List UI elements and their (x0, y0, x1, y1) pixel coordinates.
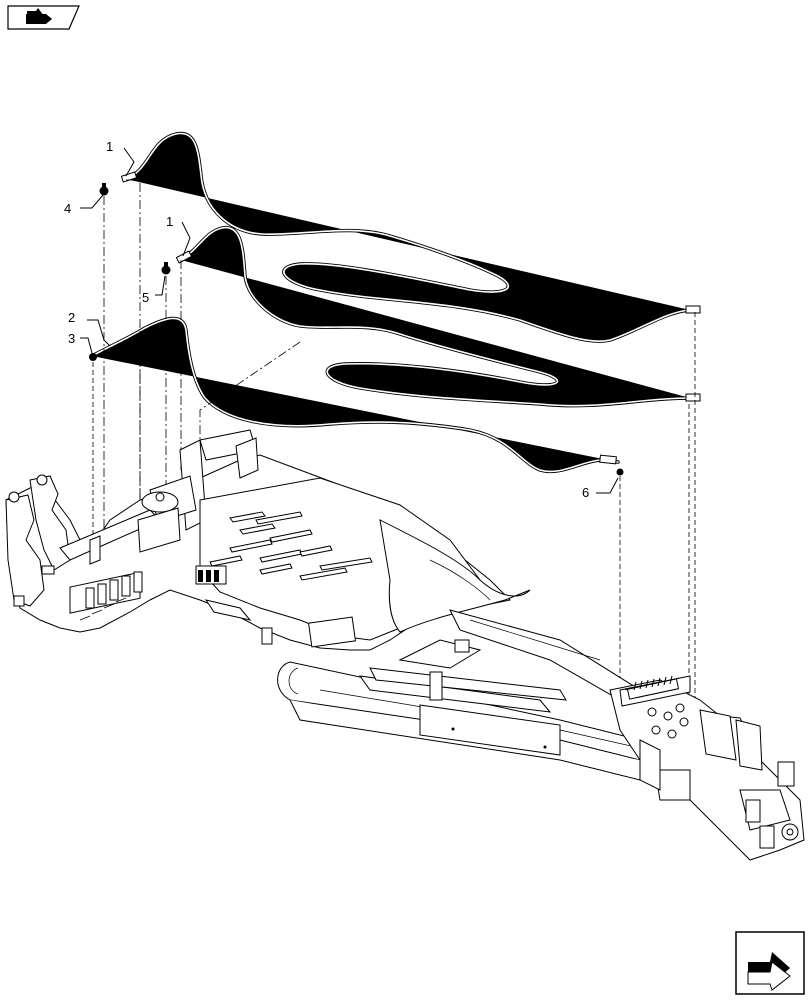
leader-lines (80, 147, 619, 494)
callout-5: 5 (142, 290, 149, 305)
fitting-item-5 (161, 262, 171, 275)
callout-4: 4 (64, 201, 71, 216)
callout-6: 6 (582, 485, 589, 500)
hose-lower (90, 316, 620, 474)
callout-2: 2 (68, 310, 75, 325)
hose-fitting-ends (120, 171, 701, 465)
fitting-item-3 (89, 353, 97, 361)
deck-slots (209, 511, 373, 581)
callout-1b: 1 (166, 214, 173, 229)
callout-3: 3 (68, 331, 75, 346)
connector-block (624, 675, 681, 700)
fitting-item-6 (616, 468, 624, 476)
callout-1a: 1 (106, 139, 113, 154)
hose-middle (179, 225, 692, 408)
machine-frame (5, 429, 805, 861)
next-page-arrow-icon[interactable] (735, 931, 805, 995)
book-page-icon[interactable] (7, 5, 80, 30)
fitting-item-4 (99, 183, 109, 196)
hose-upper (124, 131, 692, 343)
